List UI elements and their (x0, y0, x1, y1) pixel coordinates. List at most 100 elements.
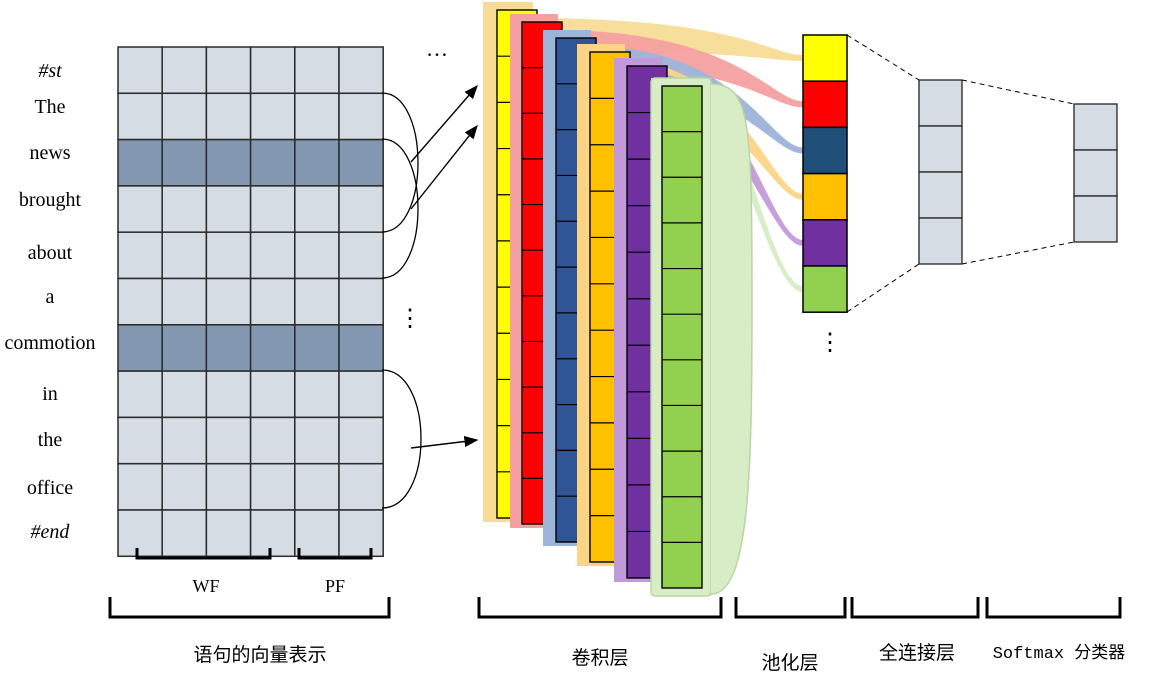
matrix-cell (338, 509, 384, 558)
matrix-cell (205, 462, 252, 511)
matrix-cell (249, 416, 296, 465)
matrix-cell (338, 370, 384, 419)
softmax-cell (1073, 195, 1118, 243)
matrix-cell (294, 138, 340, 187)
matrix-cell (205, 324, 252, 372)
bracket-sentence-vector (108, 597, 391, 619)
feature-map-cylinder (710, 83, 753, 595)
pool-cell (802, 80, 848, 129)
vertical-ellipsis-pool: ⋮ (818, 330, 842, 356)
matrix-cell (161, 231, 208, 280)
word-5: a (45, 286, 55, 308)
bracket-pooling-layer (734, 597, 847, 619)
matrix-cell (205, 370, 252, 419)
matrix-cell (205, 185, 252, 233)
word-3: brought (18, 189, 82, 211)
matrix-cell (161, 185, 208, 233)
dashed-line (846, 263, 920, 313)
matrix-cell (338, 462, 384, 511)
label-conv-layer: 卷积层 (571, 648, 629, 669)
wf-label: WF (192, 576, 220, 596)
pool-ribbon (656, 74, 803, 246)
label-sentence-vector: 语句的向量表示 (193, 645, 327, 666)
fc-cell (918, 79, 963, 127)
matrix-cell (294, 462, 340, 511)
matrix-cell (161, 509, 208, 558)
dashed-line (961, 79, 1075, 105)
matrix-cell (117, 46, 163, 95)
fc-cell (918, 125, 963, 173)
matrix-cell (294, 46, 340, 95)
word-8: the (37, 429, 63, 451)
label-fc-layer: 全连接层 (878, 643, 955, 664)
filter-window-arc-3 (381, 369, 422, 509)
dashed-line (846, 34, 920, 81)
fc-cell (918, 217, 963, 265)
matrix-cell (249, 324, 296, 372)
word-6: commotion (4, 332, 96, 354)
pf-bracket (297, 548, 373, 560)
matrix-cell (117, 92, 163, 141)
dashed-line (961, 241, 1075, 265)
matrix-cell (338, 185, 384, 233)
arrow-1 (410, 84, 478, 163)
matrix-cell (117, 277, 163, 326)
word-7: in (42, 383, 58, 405)
filter-window-arc-2 (381, 138, 419, 279)
label-pooling-layer: 池化层 (761, 653, 819, 674)
matrix-cell (249, 462, 296, 511)
matrix-cell (117, 462, 163, 511)
feature-map (661, 85, 703, 589)
matrix-cell (161, 324, 208, 372)
matrix-cell (161, 370, 208, 419)
matrix-cell (249, 185, 296, 233)
arrow-3 (410, 435, 479, 449)
ellipsis-top: … (426, 36, 448, 61)
filter-window-arc-1 (381, 92, 419, 233)
pf-label: PF (324, 576, 346, 596)
word-9: office (26, 477, 74, 499)
bracket-fc-layer (850, 597, 980, 619)
softmax-cell (1073, 103, 1118, 151)
pool-cell (802, 172, 848, 221)
label-softmax: Softmax 分类器 (992, 645, 1126, 664)
matrix-cell (205, 509, 252, 558)
matrix-cell (338, 46, 384, 95)
matrix-cell (294, 509, 340, 558)
matrix-cell (117, 231, 163, 280)
matrix-cell (161, 138, 208, 187)
matrix-cell (294, 324, 340, 372)
matrix-cell (249, 46, 296, 95)
bracket-softmax (985, 597, 1122, 619)
matrix-cell (205, 92, 252, 141)
wf-bracket (135, 548, 272, 560)
matrix-cell (205, 277, 252, 326)
word-1: The (34, 96, 66, 118)
matrix-cell (161, 46, 208, 95)
matrix-cell (338, 92, 384, 141)
matrix-cell (338, 231, 384, 280)
matrix-cell (205, 231, 252, 280)
matrix-cell (205, 46, 252, 95)
matrix-cell (161, 416, 208, 465)
matrix-cell (294, 370, 340, 419)
matrix-cell (117, 324, 163, 372)
matrix-cell (161, 462, 208, 511)
word-2: news (29, 142, 71, 164)
matrix-cell (294, 277, 340, 326)
fc-cell (918, 171, 963, 219)
matrix-cell (249, 509, 296, 558)
matrix-cell (338, 324, 384, 372)
matrix-cell (205, 138, 252, 187)
matrix-cell (294, 416, 340, 465)
pool-cell (802, 126, 848, 175)
word-4: about (27, 242, 73, 264)
matrix-cell (249, 138, 296, 187)
pool-cell (802, 265, 848, 313)
matrix-cell (205, 416, 252, 465)
matrix-cell (249, 370, 296, 419)
pool-cell (802, 219, 848, 267)
word-10: #end (30, 521, 70, 543)
vertical-ellipsis-middle: ⋮ (398, 306, 422, 332)
